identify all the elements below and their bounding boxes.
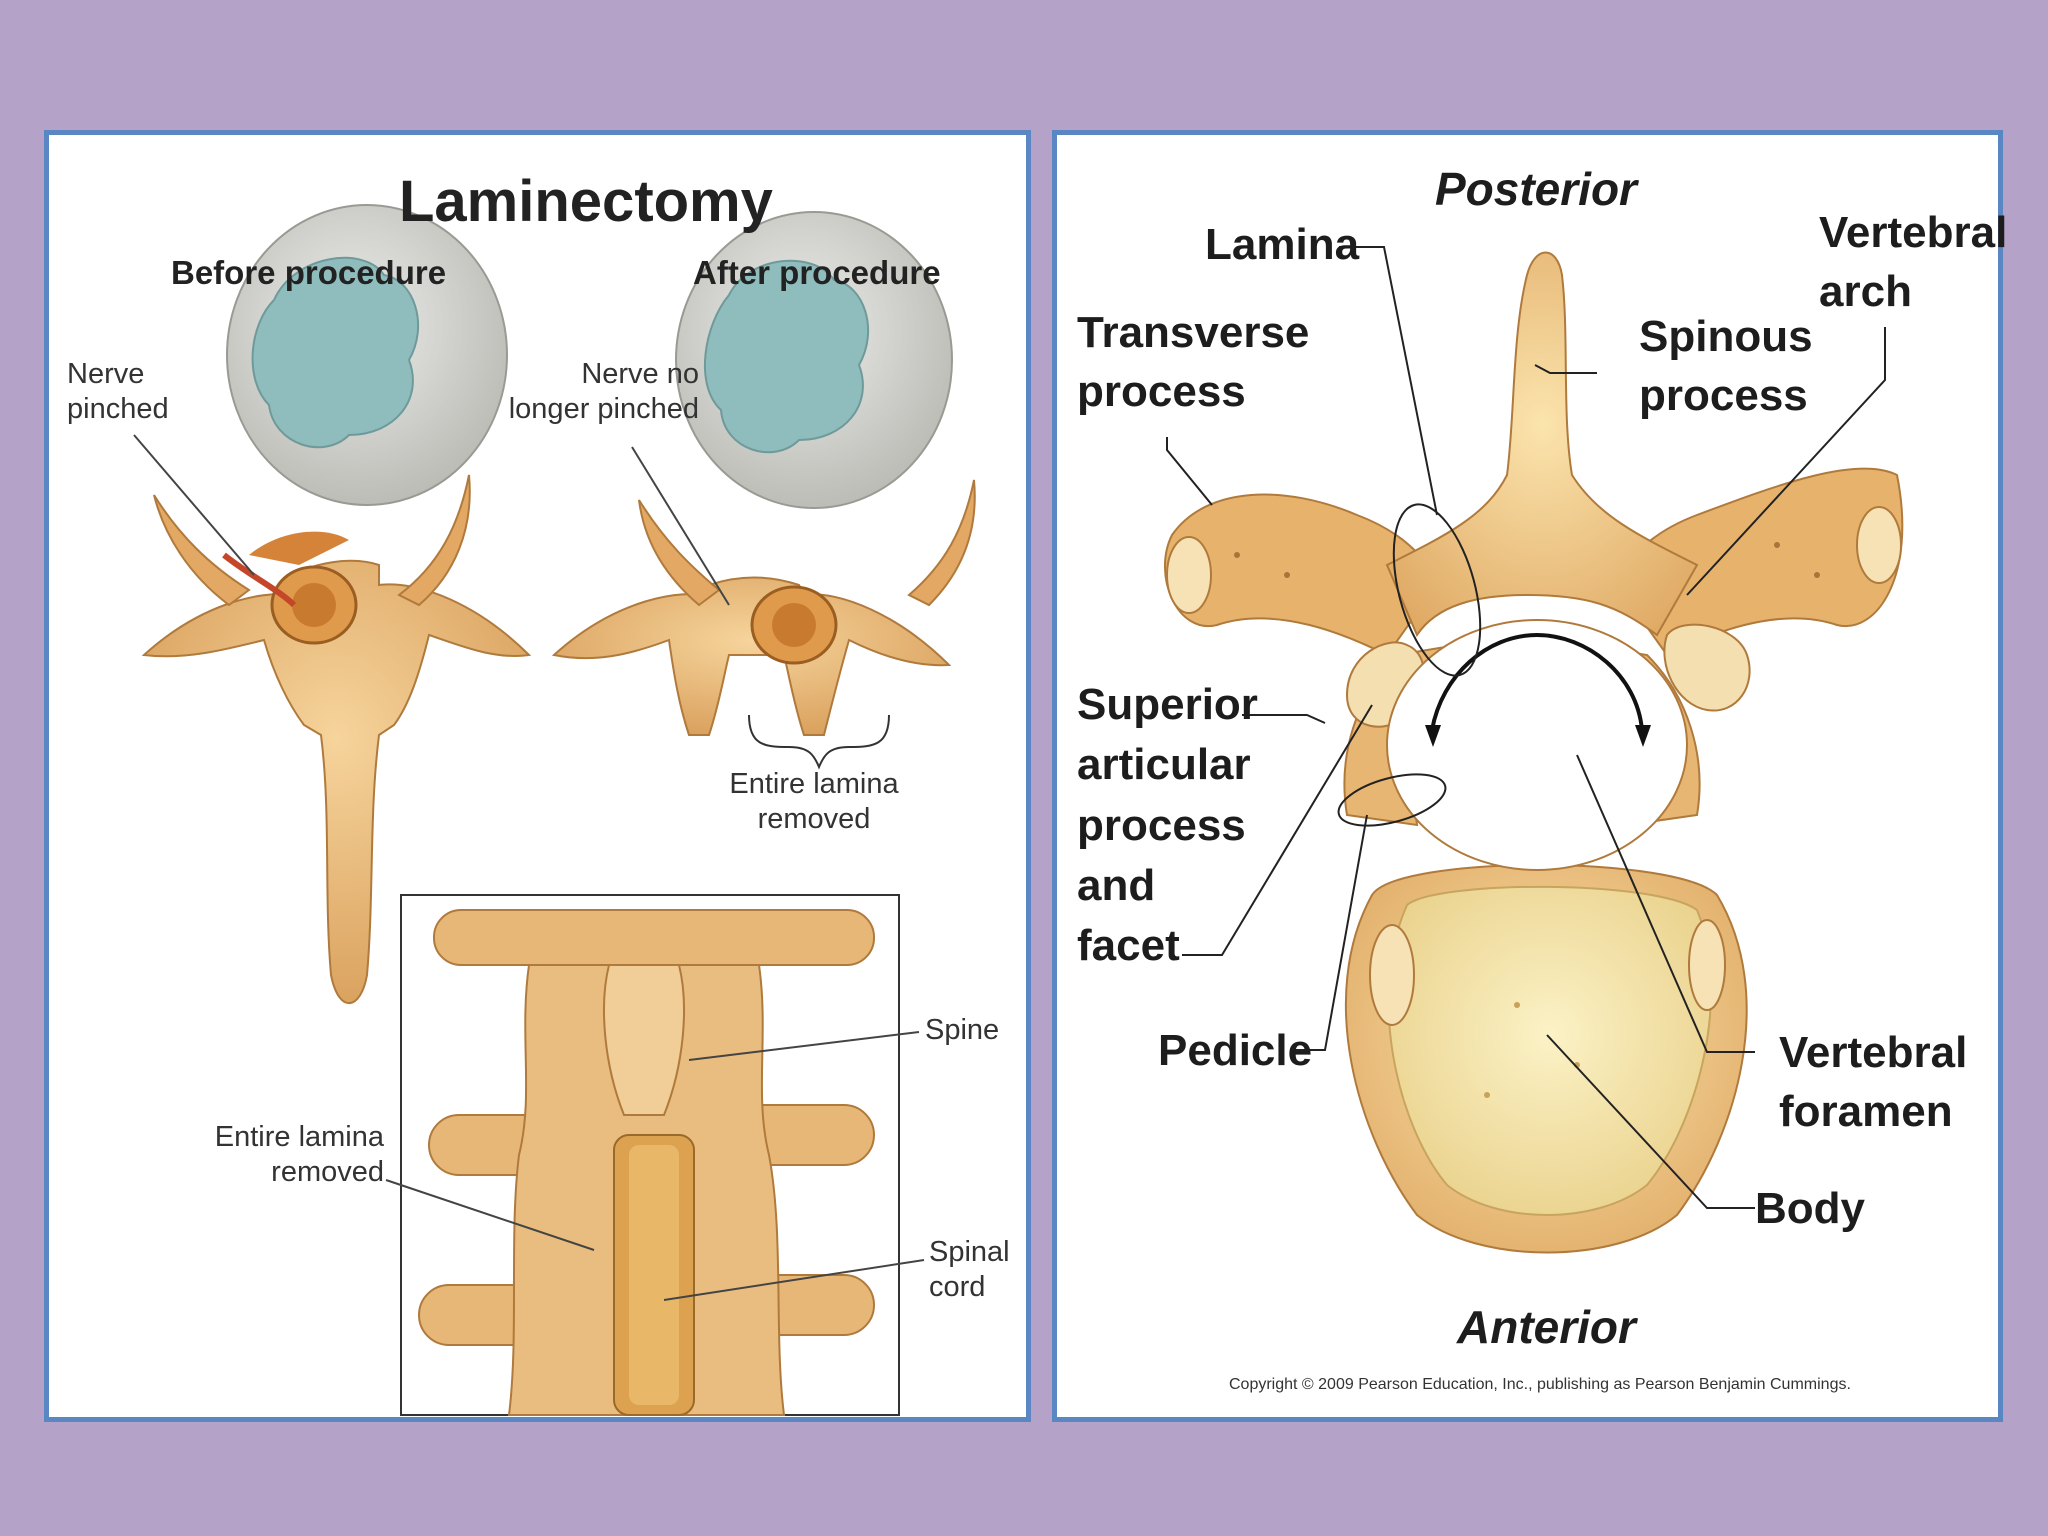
superior-articular-process-label: Superior articular process and facet [1077,680,1258,971]
before-procedure-label: Before procedure [171,254,447,291]
transverse-process-label: Transverse process [1077,308,1310,417]
after-vertebra [551,211,976,770]
before-vertebra [133,204,532,1005]
spinal-cord-label: Spinal cord [929,1236,1010,1304]
vertebra-bone [1163,251,1904,1254]
nerve-not-pinched-label: Nerve no longer pinched [508,358,699,426]
body-label: Body [1755,1184,1865,1233]
copyright-text: Copyright © 2009 Pearson Education, Inc.… [1229,1376,1851,1393]
pedicle-label: Pedicle [1158,1026,1313,1075]
lamina-label: Lamina [1205,220,1360,269]
vertebral-arch-label: Vertebral arch [1819,208,2008,317]
vertebra-illustration [1163,246,1904,1254]
lamina-removed-label-bottom: Entire lamina removed [214,1121,384,1189]
vertebra-panel: Posterior Anterior Lamina Vertebral arch… [1052,130,2007,1422]
nerve-pinched-label: Nerve pinched [67,358,169,426]
lamina-removed-label-top: Entire lamina removed [729,768,899,836]
anterior-label: Anterior [1457,1301,1636,1353]
posterior-view-inset [385,894,925,1416]
leader-lines [1166,246,1886,1209]
posterior-label: Posterior [1435,163,1637,215]
spine-label: Spine [925,1014,1000,1046]
vertebral-foramen-label: Vertebral foramen [1779,1028,1968,1137]
laminectomy-panel: Laminectomy Before procedure After proce… [44,130,1031,1422]
laminectomy-title: Laminectomy [399,169,773,234]
after-procedure-label: After procedure [693,254,941,291]
laminectomy-illustration [133,204,976,1416]
spinous-process-label: Spinous process [1639,312,1813,421]
